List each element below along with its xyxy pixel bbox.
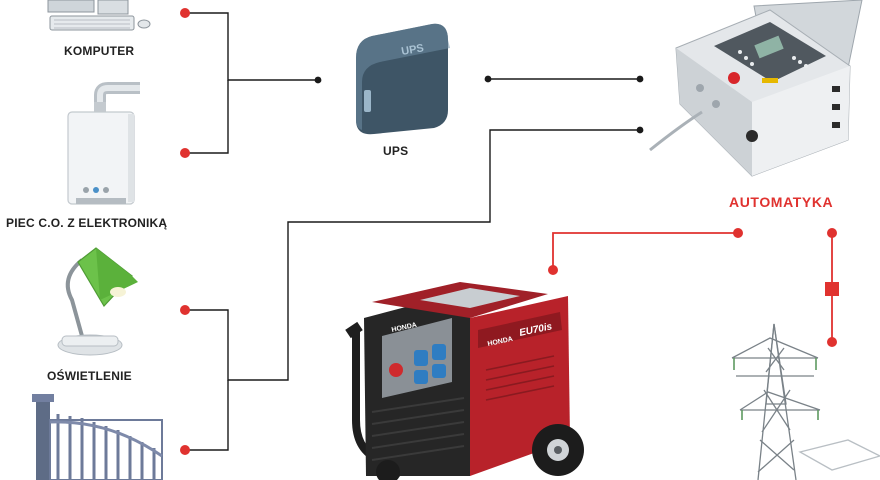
connector-lines (185, 12, 640, 451)
automation-links (552, 232, 833, 342)
connector-boiler (185, 80, 229, 154)
dot-automation-link-right (827, 228, 837, 238)
label-lighting: OŚWIETLENIE (47, 369, 132, 383)
grid-switch-square (825, 282, 839, 296)
dot-generator-link (548, 265, 558, 275)
connector-lighting (185, 129, 640, 381)
generator-icon: HONDA HONDA EU70is (345, 282, 584, 480)
dot-lighting (180, 305, 190, 315)
boiler-icon (67, 82, 140, 205)
connector-dots-red (180, 8, 190, 455)
label-ups: UPS (383, 144, 409, 158)
dot-ups-left (314, 76, 322, 84)
dot-grid-link (827, 337, 837, 347)
control-panel-icon (649, 0, 863, 177)
automation-link-dots (548, 228, 839, 347)
dot-gate (180, 445, 190, 455)
power-pylon-icon (731, 323, 880, 480)
ups-device-text: UPS (400, 42, 424, 58)
connector-computer (185, 12, 318, 81)
label-automation: AUTOMATYKA (729, 194, 834, 210)
dot-computer (180, 8, 190, 18)
computer-icon (47, 0, 151, 31)
dot-ups-right (484, 75, 492, 83)
ups-icon: UPS (356, 23, 450, 135)
dot-automation-link-left (733, 228, 743, 238)
gate-icon (32, 394, 163, 480)
dot-automation-top (636, 75, 644, 83)
automation-link-generator (552, 232, 738, 270)
connector-gate (185, 380, 229, 451)
dot-automation-mid (636, 126, 644, 134)
label-computer: KOMPUTER (64, 44, 135, 58)
label-boiler: PIEC C.O. Z ELEKTRONIKĄ (6, 216, 168, 230)
dot-boiler (180, 148, 190, 158)
connector-dots-black (314, 75, 644, 134)
desk-lamp-icon (57, 247, 138, 356)
